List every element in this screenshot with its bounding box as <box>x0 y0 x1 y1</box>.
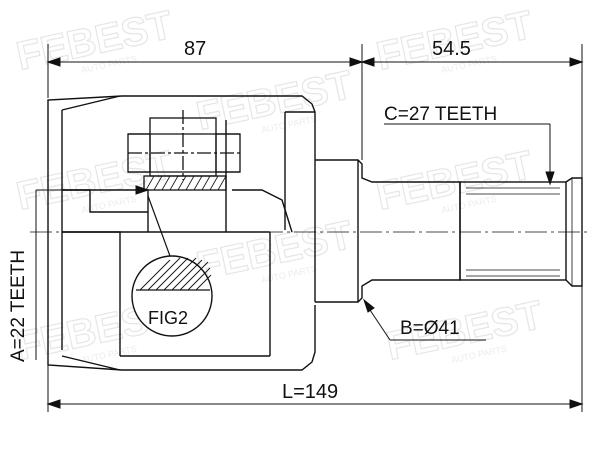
outer-teeth-label: C=27 TEETH <box>384 104 497 125</box>
length-top-right: 54.5 <box>432 38 471 60</box>
teeth-c-leader <box>384 123 555 186</box>
hatching <box>145 175 227 191</box>
fig2-label: FIG2 <box>148 308 188 328</box>
fig2-detail: FIG2 <box>131 195 213 337</box>
inner-teeth-label: A=22 TEETH <box>8 250 29 362</box>
dimension-87 <box>46 44 364 160</box>
stub-shaft <box>314 159 583 303</box>
length-top-left: 87 <box>184 38 206 60</box>
teeth-a-leader <box>35 185 150 360</box>
fig2-leader <box>147 195 171 257</box>
total-length-label: L=149 <box>282 381 338 403</box>
diameter-label: B=Ø41 <box>400 318 460 339</box>
dimension-54-5 <box>360 44 584 178</box>
tripod-roller <box>127 110 241 191</box>
diameter-leader <box>362 298 486 341</box>
dimension-total <box>46 286 584 412</box>
